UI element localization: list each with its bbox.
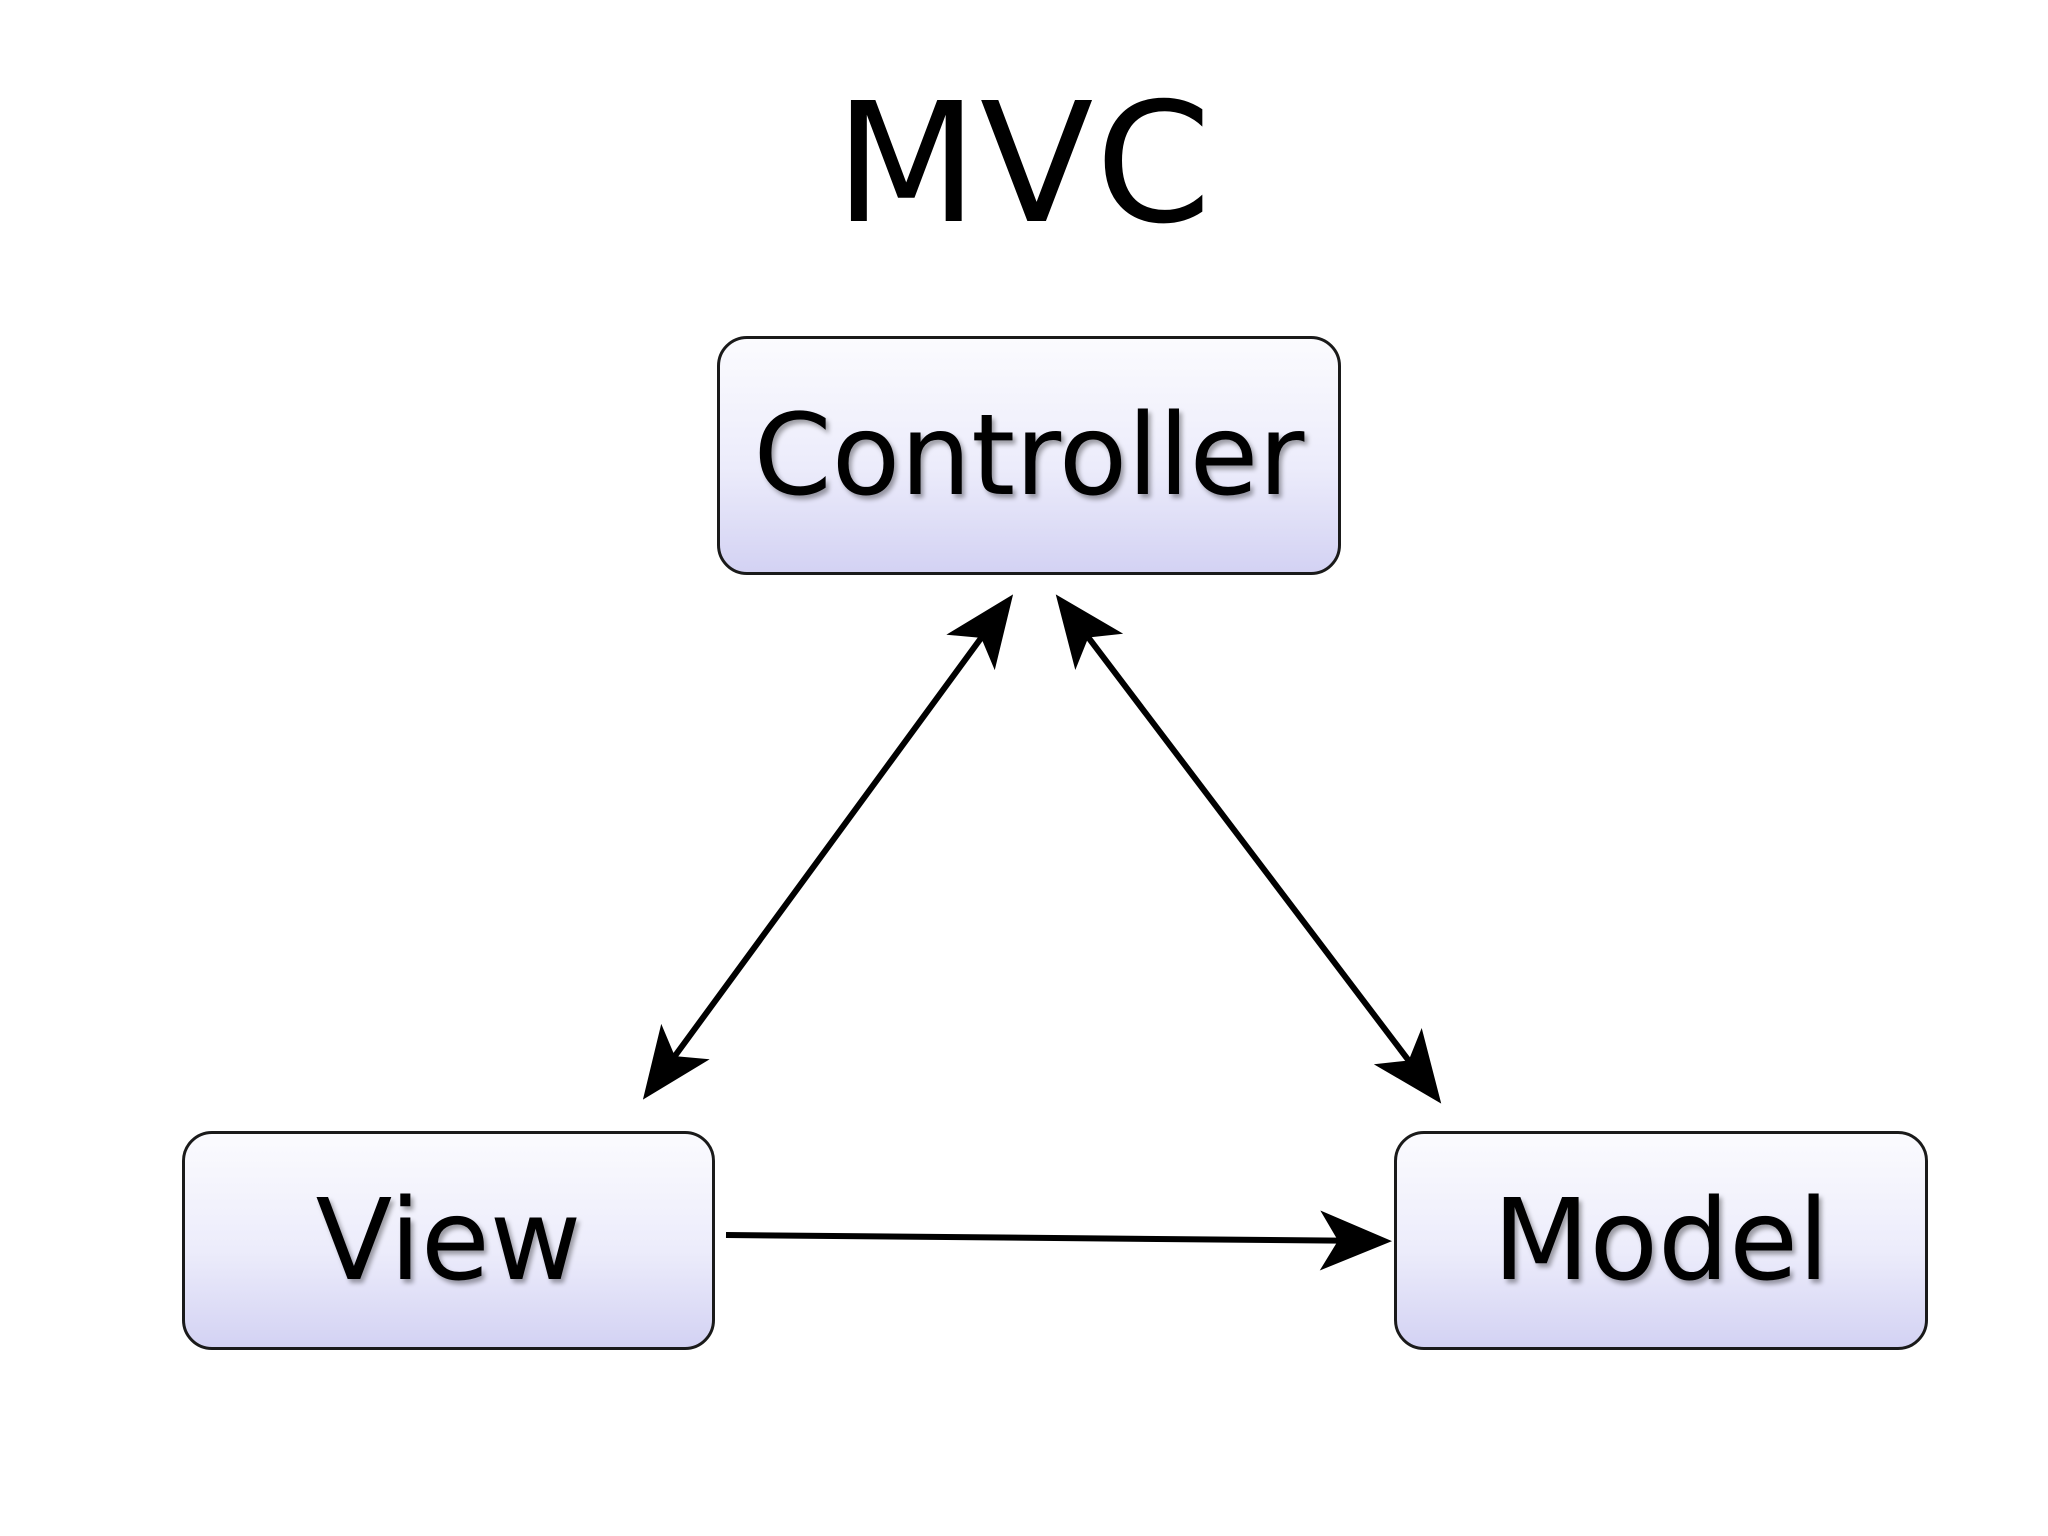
diagram-title: MVC	[834, 68, 1214, 261]
controller-label: Controller	[753, 390, 1305, 521]
view-node: View	[182, 1131, 715, 1350]
edge-view-model	[725, 1210, 1392, 1271]
edge-controller-view	[642, 594, 1014, 1100]
edge-controller-model	[1055, 594, 1442, 1104]
model-node: Model	[1394, 1131, 1928, 1350]
model-label: Model	[1492, 1175, 1830, 1306]
controller-node: Controller	[717, 336, 1341, 575]
view-label: View	[315, 1175, 582, 1306]
